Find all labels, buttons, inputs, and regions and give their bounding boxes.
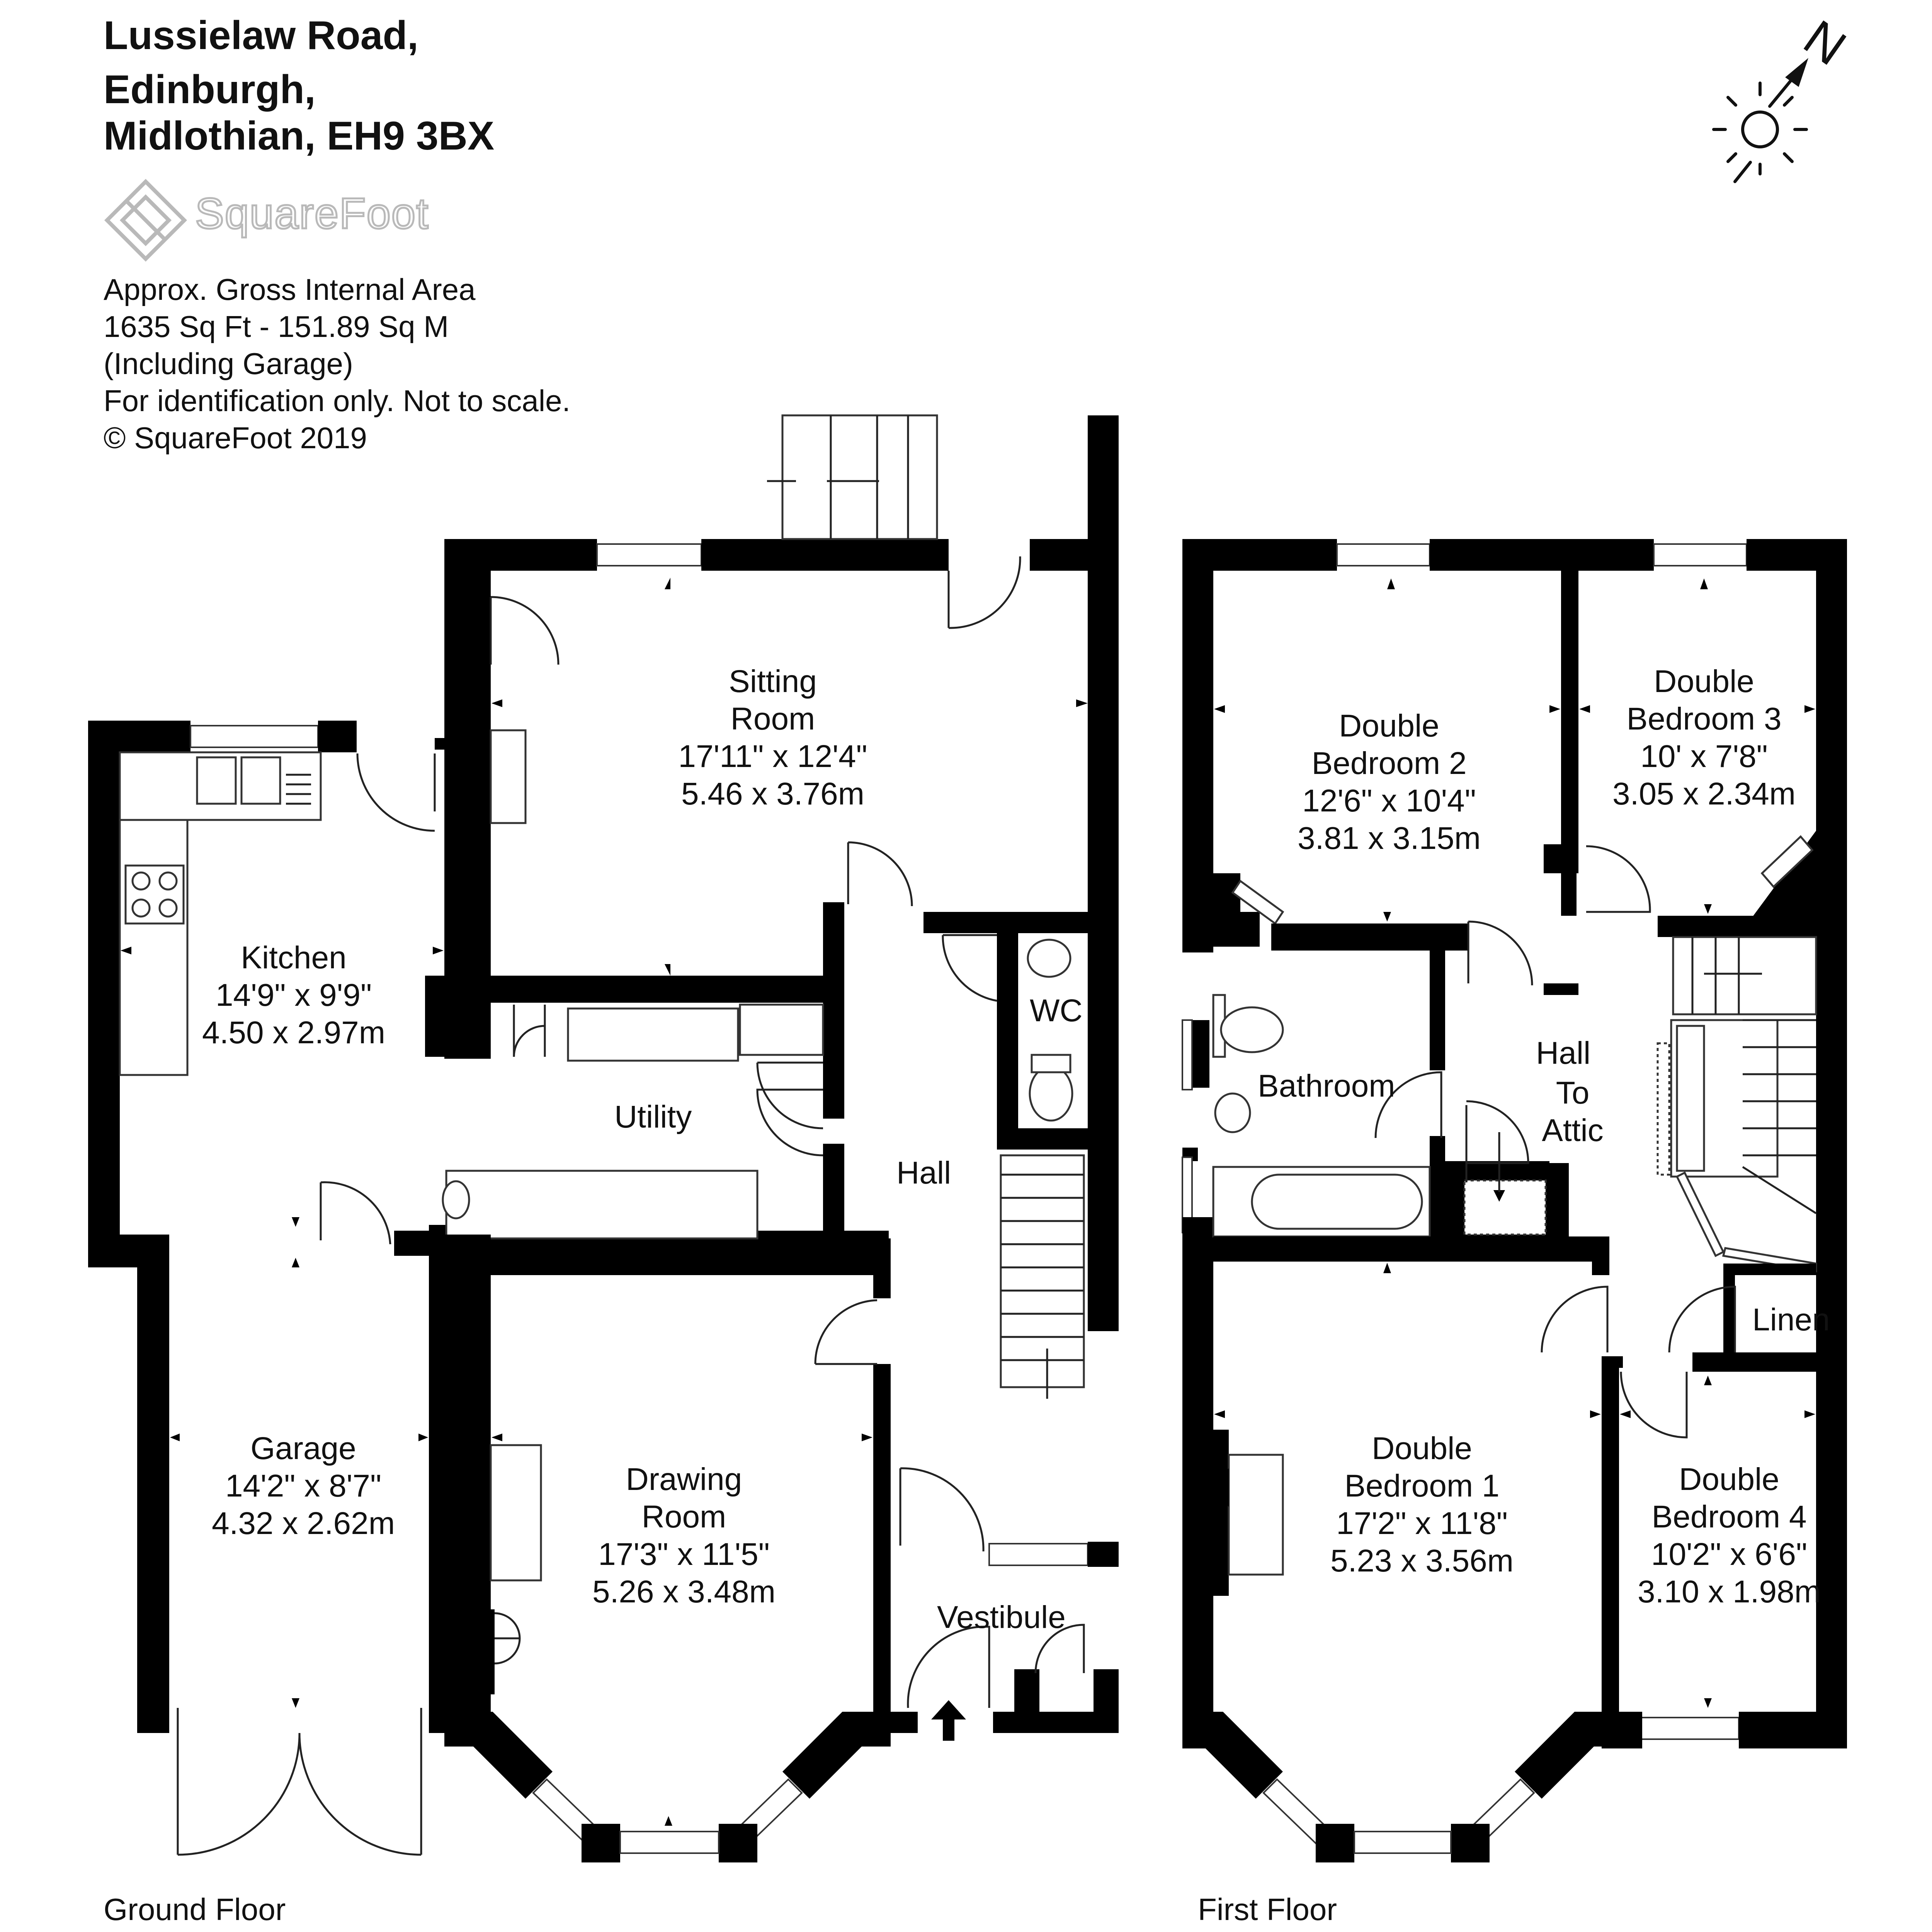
room-name: Drawing xyxy=(626,1462,742,1497)
room-dimensions-metric: 3.81 x 3.15m xyxy=(1297,821,1481,856)
room-name: Double xyxy=(1372,1431,1472,1466)
room-bathroom: Bathroom xyxy=(1258,1068,1395,1104)
ground-floor-label: Ground Floor xyxy=(104,1892,286,1927)
room-dimensions-imperial: 17'11" x 12'4" xyxy=(678,739,867,774)
compass-icon: N xyxy=(1712,15,1855,183)
room-name: Double xyxy=(1654,664,1754,699)
room-dimensions-imperial: 17'3" x 11'5" xyxy=(598,1537,770,1572)
room-name: Bedroom 1 xyxy=(1344,1468,1500,1503)
room-dimensions-imperial: 14'2" x 8'7" xyxy=(225,1468,382,1503)
ground-floor-plan xyxy=(88,414,1119,1862)
room-name: Kitchen xyxy=(241,940,347,975)
room-dimensions-metric: 3.05 x 2.34m xyxy=(1612,776,1796,811)
room-double-bedroom-1: Double Bedroom 1 17'2" x 11'8" 5.23 x 3.… xyxy=(1330,1430,1514,1580)
area-info-line-4: For identification only. Not to scale. xyxy=(104,384,571,418)
room-drawing-room: Drawing Room 17'3" x 11'5" 5.26 x 3.48m xyxy=(592,1461,776,1611)
room-dimensions-metric: 5.46 x 3.76m xyxy=(681,776,865,811)
room-name: Garage xyxy=(250,1431,356,1466)
room-hall-ground: Hall xyxy=(896,1155,951,1190)
attic-label: To xyxy=(1556,1075,1590,1111)
room-name: Double xyxy=(1339,708,1439,743)
room-hall-first: Hall xyxy=(1536,1036,1591,1071)
room-kitchen: Kitchen 14'9" x 9'9" 4.50 x 2.97m xyxy=(202,939,385,1051)
first-floor-label: First Floor xyxy=(1198,1892,1337,1927)
room-dimensions-metric: 4.50 x 2.97m xyxy=(202,1015,386,1050)
room-dimensions-metric: 3.10 x 1.98m xyxy=(1637,1574,1821,1609)
room-name: Bedroom 2 xyxy=(1311,746,1467,781)
room-dimensions-metric: 5.23 x 3.56m xyxy=(1330,1543,1514,1578)
room-sitting-room: Sitting Room 17'11" x 12'4" 5.46 x 3.76m xyxy=(678,663,867,813)
area-info-line-2: 1635 Sq Ft - 151.89 Sq M xyxy=(104,310,449,344)
squarefoot-logo-icon xyxy=(104,179,187,262)
first-floor-plan xyxy=(1182,539,1847,1862)
room-name: Double xyxy=(1679,1462,1779,1497)
room-name: Room xyxy=(730,701,815,736)
address-line-3: Midlothian, EH9 3BX xyxy=(104,114,495,158)
room-name: Sitting xyxy=(729,664,817,699)
area-info-line-1: Approx. Gross Internal Area xyxy=(104,272,476,306)
room-dimensions-imperial: 10'2" x 6'6" xyxy=(1651,1537,1808,1572)
room-name: Bedroom 3 xyxy=(1626,701,1782,736)
room-wc: WC xyxy=(1030,993,1083,1028)
area-info-line-3: (Including Garage) xyxy=(104,347,354,381)
room-utility: Utility xyxy=(614,1099,692,1134)
address-line-1: Lussielaw Road, xyxy=(104,13,418,58)
room-name: Room xyxy=(641,1499,726,1534)
attic-label: Attic xyxy=(1542,1113,1604,1148)
room-linen: Linen xyxy=(1752,1302,1830,1337)
room-dimensions-metric: 5.26 x 3.48m xyxy=(592,1574,776,1609)
attic-access: To Attic xyxy=(1542,1074,1603,1149)
room-dimensions-imperial: 17'2" x 11'8" xyxy=(1336,1506,1508,1541)
room-garage: Garage 14'2" x 8'7" 4.32 x 2.62m xyxy=(212,1430,395,1542)
room-dimensions-metric: 4.32 x 2.62m xyxy=(211,1506,395,1541)
room-dimensions-imperial: 10' x 7'8" xyxy=(1640,739,1768,774)
room-double-bedroom-3: Double Bedroom 3 10' x 7'8" 3.05 x 2.34m xyxy=(1612,663,1796,813)
room-dimensions-imperial: 12'6" x 10'4" xyxy=(1302,783,1476,818)
room-double-bedroom-2: Double Bedroom 2 12'6" x 10'4" 3.81 x 3.… xyxy=(1298,707,1481,857)
room-double-bedroom-4: Double Bedroom 4 10'2" x 6'6" 3.10 x 1.9… xyxy=(1638,1461,1821,1611)
area-info-line-5: © SquareFoot 2019 xyxy=(104,421,367,455)
room-vestibule: Vestibule xyxy=(937,1600,1066,1635)
brand-name: SquareFoot xyxy=(194,189,429,239)
room-dimensions-imperial: 14'9" x 9'9" xyxy=(215,978,372,1013)
address-line-2: Edinburgh, xyxy=(104,67,316,112)
room-name: Bedroom 4 xyxy=(1651,1499,1807,1534)
